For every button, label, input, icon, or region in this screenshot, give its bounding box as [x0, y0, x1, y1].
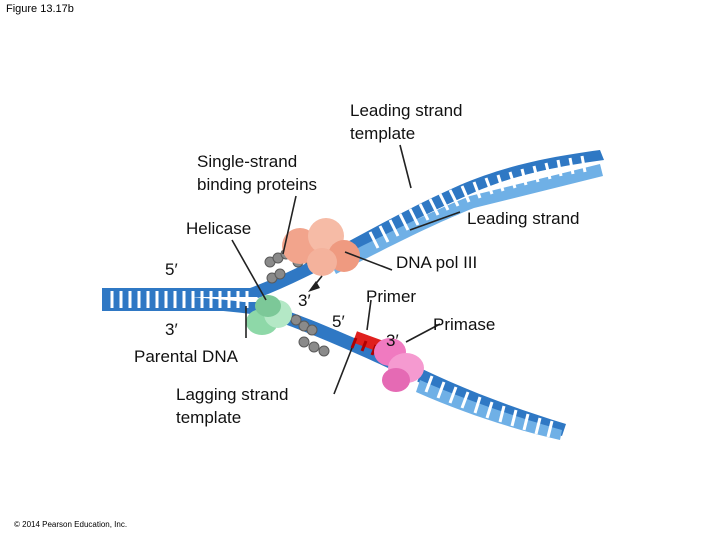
- copyright-notice: © 2014 Pearson Education, Inc.: [14, 520, 128, 529]
- label-ssb-line2: binding proteins: [197, 175, 317, 194]
- label-leading-strand-template-line1: Leading strand: [350, 101, 462, 120]
- label-leading-strand-template-line2: template: [350, 124, 415, 143]
- helicase-protein: [246, 295, 292, 335]
- label-ssb-line1: Single-strand: [197, 152, 297, 171]
- end-three-prime-left: 3′: [165, 320, 178, 339]
- parental-dna-duplex: [102, 288, 278, 318]
- primase-protein: [374, 338, 424, 392]
- leading-strand-template: [250, 150, 604, 298]
- label-primer: Primer: [366, 287, 416, 306]
- figure-title: Figure 13.17b: [6, 3, 74, 15]
- dna-pol-iii: [282, 218, 360, 276]
- label-primase: Primase: [433, 315, 495, 334]
- label-dna-pol-iii: DNA pol III: [396, 253, 477, 272]
- end-five-prime-mid: 5′: [332, 312, 345, 331]
- end-three-prime-primer: 3′: [386, 331, 399, 350]
- end-three-prime-mid: 3′: [298, 291, 311, 310]
- end-five-prime-left: 5′: [165, 260, 178, 279]
- label-lagging-template-line1: Lagging strand: [176, 385, 288, 404]
- ssb-proteins-lower: [290, 314, 330, 357]
- label-helicase: Helicase: [186, 219, 251, 238]
- label-leading-strand: Leading strand: [467, 209, 579, 228]
- label-parental-dna: Parental DNA: [134, 347, 239, 366]
- label-lagging-template-line2: template: [176, 408, 241, 427]
- leader-lines: [231, 144, 461, 395]
